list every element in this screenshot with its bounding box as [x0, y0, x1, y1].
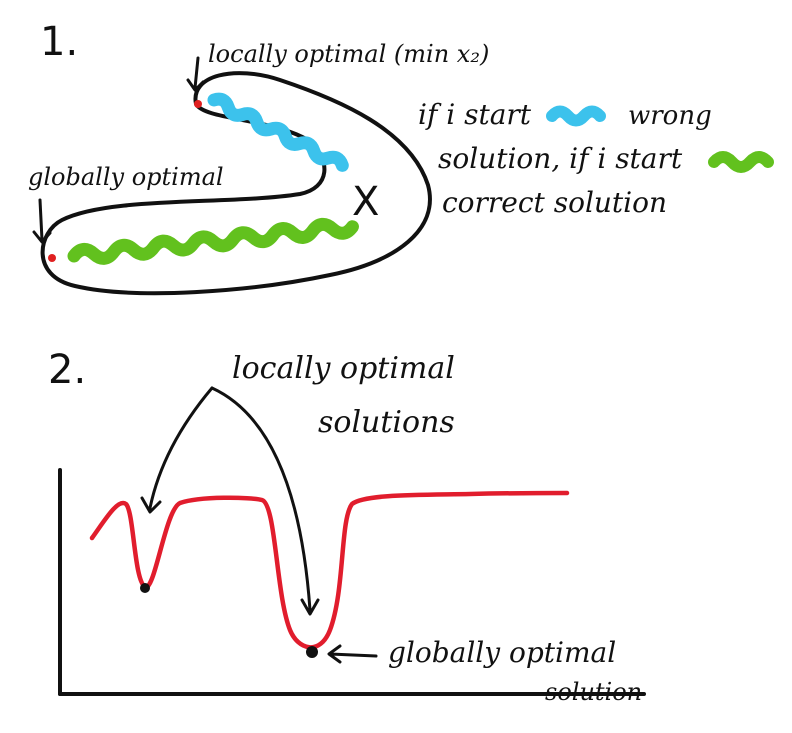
cross-mark: X [352, 179, 379, 225]
globally-optimal-solution-line-2: solution [545, 678, 642, 706]
global-optimum-marker [48, 254, 56, 262]
arrow-to-local-minimum [140, 386, 214, 514]
note-green-swatch [708, 151, 774, 173]
globally-optimal-solution-line-1: globally optimal [388, 636, 616, 669]
blue-start-squiggle [207, 92, 349, 172]
locally-optimal-arrow [186, 56, 205, 92]
globally-optimal-arrow-1 [32, 198, 52, 244]
locally-optimal-solutions-line-1: locally optimal [232, 351, 455, 386]
globally-optimal-label-1: globally optimal [28, 163, 224, 191]
locally-optimal-solutions-line-2: solutions [318, 405, 455, 440]
locally-optimal-label: locally optimal (min x₂) [208, 40, 489, 68]
local-optimum-marker [194, 100, 202, 108]
note-line-2a: solution, if i start [438, 142, 683, 175]
green-start-squiggle [67, 217, 359, 265]
note-line-3: correct solution [442, 186, 667, 219]
arrow-to-global-minimum [327, 644, 378, 664]
note-blue-swatch [546, 105, 606, 127]
global-minimum-dot [306, 646, 318, 658]
part-1-number: 1. [40, 19, 78, 65]
arrow-to-global-minimum-from-label [210, 386, 320, 616]
note-line-1b: wrong [628, 101, 712, 131]
note-line-1a: if i start [418, 98, 532, 131]
hairpin-contour [40, 71, 432, 296]
objective-curve [89, 490, 570, 650]
part-2-number: 2. [48, 347, 86, 393]
local-minimum-dot [140, 583, 150, 593]
